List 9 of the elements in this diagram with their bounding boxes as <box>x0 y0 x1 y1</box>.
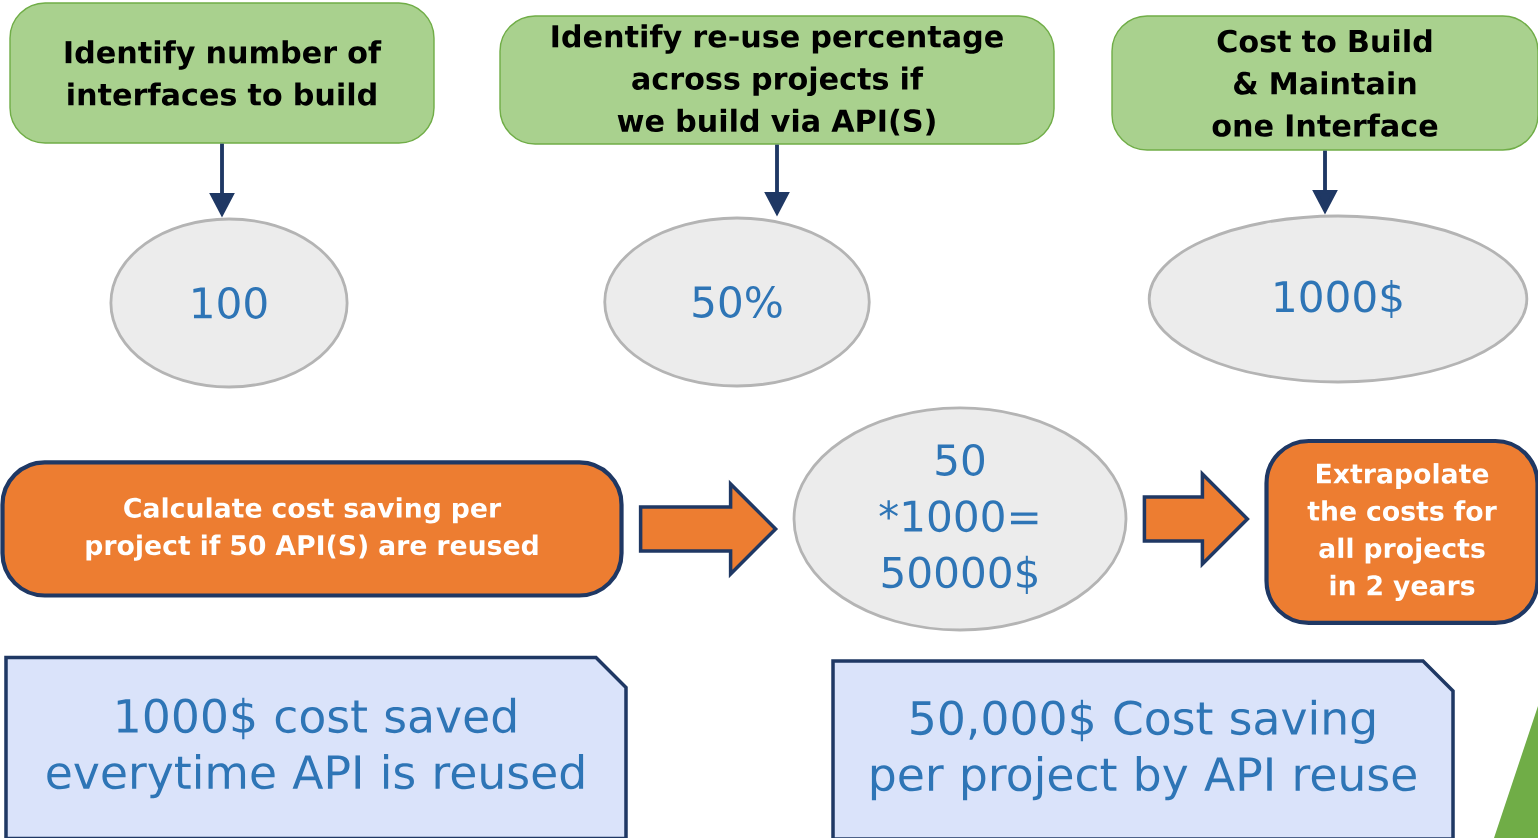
step-box: Identify re-use percentage across projects if we build via API(S) <box>499 15 1055 145</box>
arrow <box>638 479 779 579</box>
arrow <box>1142 469 1250 569</box>
result-box: 50,000$ Cost saving per project by API reuse <box>831 659 1455 838</box>
step-box: Identify number of interfaces to build <box>9 2 435 144</box>
process-box: Extrapolate the costs for all projects in 2 years <box>1264 438 1538 626</box>
result-box: 1000$ cost saved everytime API is reused <box>4 655 628 838</box>
step-box: Cost to Build & Maintain one Interface <box>1111 15 1538 151</box>
process-box: Calculate cost saving per project if 50 API(S) are reused <box>0 460 624 598</box>
